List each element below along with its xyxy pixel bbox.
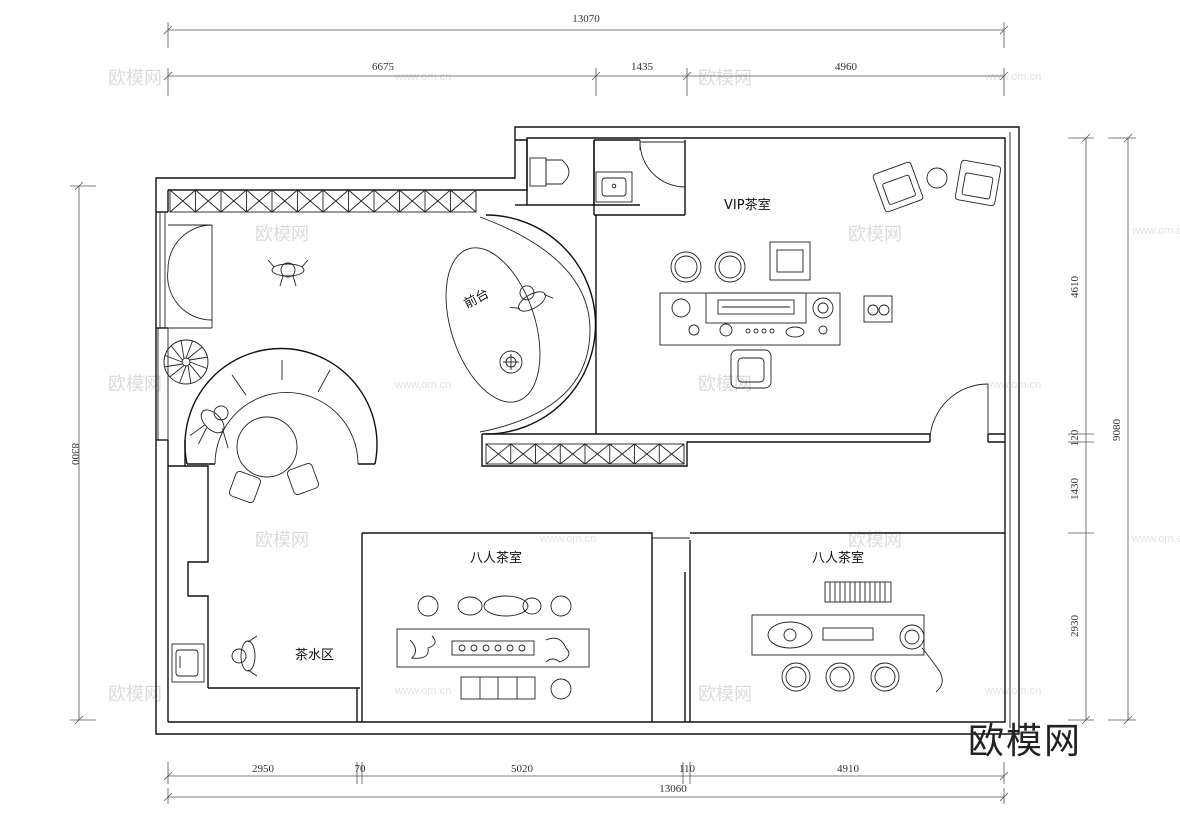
doors [156, 140, 989, 441]
watermark: 欧模网 [255, 530, 309, 551]
outer-walls [155, 126, 1020, 735]
washbasin [595, 171, 633, 203]
reception-desk [445, 214, 597, 435]
watermark: 欧模网 [108, 68, 162, 89]
chair [499, 350, 523, 374]
dimension-right-segment: 2930 [1069, 615, 1081, 638]
dimension-right-segment: 1430 [1069, 478, 1081, 501]
vip-furniture [659, 159, 1002, 389]
dimension-right-segment: 4610 [1069, 276, 1081, 299]
armchair [229, 471, 261, 503]
round-stool [825, 662, 855, 692]
round-stool [670, 251, 702, 283]
dimension-bottom-segment: 110 [679, 763, 696, 775]
watermark-url: www.om.cn [539, 533, 596, 545]
decorative-partition-band [169, 189, 477, 213]
dimension-bottom-total: 13060 [659, 783, 687, 795]
interior-walls [168, 139, 1005, 722]
dimension-lines: 13070 6675 1435 4960 2950 70 5020 110 49… [69, 13, 1136, 804]
watermark-url: www.om.cn [1131, 533, 1180, 545]
person-figure [189, 405, 229, 449]
curved-sofa [163, 339, 378, 503]
eight-person-room-right-furniture [751, 581, 943, 693]
room-label-reception: 前台 [461, 286, 491, 312]
dimension-bottom-segment: 4910 [837, 763, 860, 775]
watermark: 欧模网 [698, 68, 752, 89]
person-figure [267, 259, 309, 287]
watermark-url: www.om.cn [1131, 225, 1180, 237]
chair [769, 241, 811, 281]
dimension-bottom-segment: 5020 [511, 763, 534, 775]
watermark: 欧模网 [108, 374, 162, 395]
watermark: 欧模网 [698, 684, 752, 705]
dimension-top-total: 13070 [572, 13, 600, 25]
eight-person-room-left-furniture [396, 595, 590, 700]
watermark: 欧模网 [848, 224, 902, 245]
watermark-url: www.om.cn [984, 379, 1041, 391]
watermark: 欧模网 [698, 374, 752, 395]
room-label-eight-person-left: 八人茶室 [470, 550, 522, 566]
room-label-eight-person-right: 八人茶室 [812, 550, 864, 566]
armchair [287, 463, 319, 495]
watermark-url: www.om.cn [394, 71, 451, 83]
person-figure [509, 285, 554, 312]
chair [730, 349, 772, 389]
dimension-right-segment: 120 [1069, 429, 1081, 446]
tea-table [396, 628, 590, 668]
brand-logo: 欧模网 [968, 721, 1082, 762]
round-stool [781, 662, 811, 692]
dimension-right-total: 9080 [1111, 419, 1123, 442]
side-table [926, 167, 948, 189]
dimension-bottom-segment: 70 [355, 763, 367, 775]
watermark-url: www.om.cn [394, 379, 451, 391]
lounge-chair [954, 159, 1002, 207]
toilet-tank [529, 157, 547, 187]
person-figures [189, 259, 554, 677]
room-label-vip: VIP茶室 [724, 197, 771, 213]
person-figure [231, 635, 258, 677]
watermark-url: www.om.cn [984, 685, 1041, 697]
round-stool [550, 595, 572, 617]
watermark-url: www.om.cn [984, 71, 1041, 83]
dimension-top-segment: 6675 [372, 61, 395, 73]
dimension-bottom-segment: 2950 [252, 763, 275, 775]
round-stool [550, 678, 572, 700]
bench [824, 581, 892, 603]
sink [171, 643, 205, 683]
dimension-top-segment: 4960 [835, 61, 858, 73]
tea-water-counter [171, 643, 205, 683]
watermark-url: www.om.cn [394, 685, 451, 697]
toilet-bowl [545, 159, 570, 185]
dimension-top-segment: 1435 [631, 61, 654, 73]
watermark: 欧模网 [108, 684, 162, 705]
dimension-left-total: 8300 [69, 443, 81, 466]
watermark: 欧模网 [848, 530, 902, 551]
round-coffee-table [236, 416, 298, 478]
round-stool [714, 251, 746, 283]
round-stool [417, 595, 439, 617]
round-stool [870, 662, 900, 692]
spiral-stair [163, 339, 209, 385]
toilet-fixtures [529, 157, 633, 203]
tea-table [751, 614, 925, 656]
decorative-partition-band [485, 443, 685, 465]
room-label-tea-water-area: 茶水区 [295, 647, 334, 663]
plant-box [863, 295, 893, 323]
watermark: 欧模网 [255, 224, 309, 245]
watermark-layer: 欧模网 www.om.cn 欧模网 www.om.cn 欧模网 欧模网 www.… [108, 68, 1180, 705]
lounge-chair [872, 161, 924, 213]
